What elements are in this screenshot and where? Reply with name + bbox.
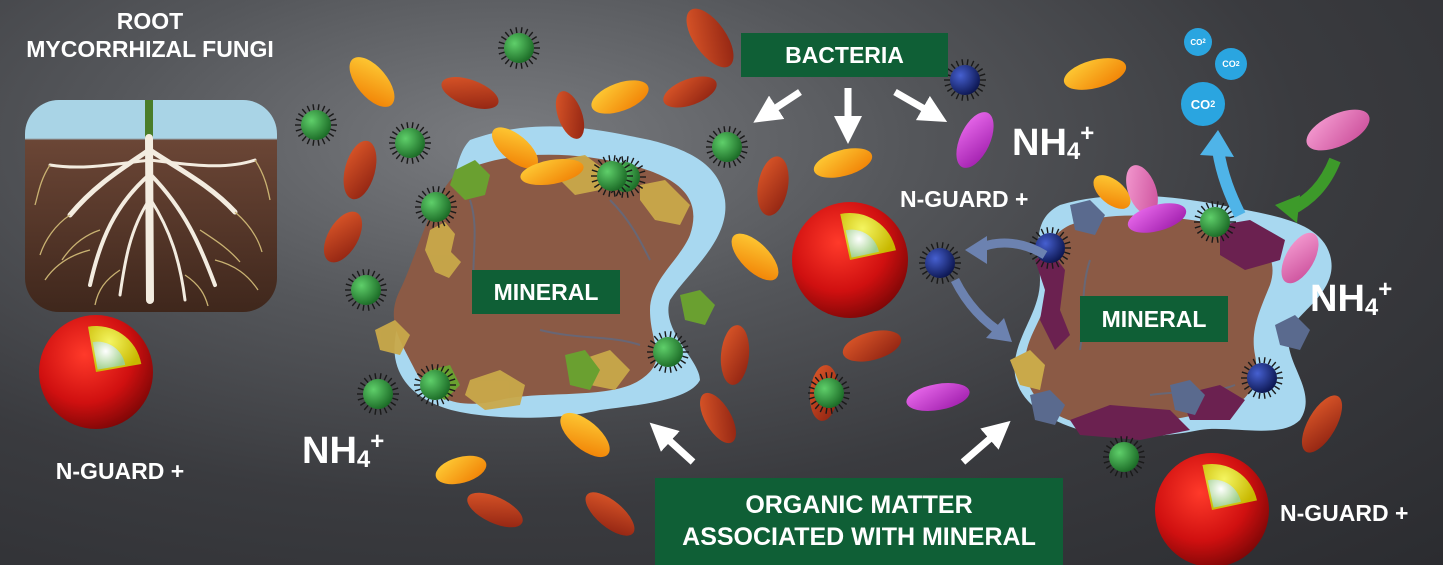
ammonium-sup: +: [370, 428, 384, 455]
n-guard-label-top: N-GUARD +: [900, 186, 1060, 214]
co2-sub: 2: [1202, 39, 1205, 45]
ammonium-label-left: NH4+: [302, 428, 384, 474]
co2-sub: 2: [1210, 99, 1215, 109]
organic-matter-line2: ASSOCIATED WITH MINERAL: [682, 522, 1036, 553]
bacterium: [345, 269, 387, 311]
cycle-arrow-head-icon: [965, 236, 987, 264]
ammonium-sup: +: [1378, 276, 1392, 303]
co2-base: CO: [1190, 38, 1202, 47]
ammonium-sub: 4: [1365, 294, 1378, 321]
root-icon: [25, 100, 277, 312]
root-label-line2: MYCORRHIZAL FUNGI: [20, 36, 280, 64]
organic-matter-line1: ORGANIC MATTER: [745, 490, 972, 521]
bacterium: [357, 373, 399, 415]
bacterium: [295, 104, 337, 146]
co2-arrow-head-icon: [1200, 130, 1234, 157]
ammonium-sup: +: [1080, 120, 1094, 147]
co2-sub: 2: [1236, 61, 1240, 68]
bacterium: [944, 59, 986, 101]
n-guard-granule-icon: [1155, 453, 1269, 565]
ammonium-label-top: NH4+: [1012, 120, 1094, 166]
ammonium-base: NH: [1012, 122, 1067, 164]
n-guard-label-right: N-GUARD +: [1280, 500, 1440, 528]
organic-matter-label: ORGANIC MATTER ASSOCIATED WITH MINERAL: [655, 478, 1063, 565]
bacterium: [498, 27, 540, 69]
root-label: ROOT MYCORRHIZAL FUNGI: [20, 8, 280, 63]
ammonium-sub: 4: [357, 446, 370, 473]
ammonium-base: NH: [302, 430, 357, 472]
bacteria-label: BACTERIA: [741, 33, 948, 77]
bacterium: [1103, 436, 1145, 478]
bacterium: [919, 242, 961, 284]
n-guard-granule-icon: [792, 202, 908, 318]
co2-base: CO: [1191, 97, 1211, 112]
ammonium-base: NH: [1310, 278, 1365, 320]
co2-base: CO: [1222, 59, 1236, 69]
root-label-line1: ROOT: [20, 8, 280, 36]
bacterium: [389, 122, 431, 164]
mineral-right-label: MINERAL: [1080, 296, 1228, 342]
ammonium-label-right: NH4+: [1310, 276, 1392, 322]
co2-arrow-icon: [1218, 150, 1240, 215]
ammonium-sub: 4: [1067, 138, 1080, 165]
n-guard-label-left: N-GUARD +: [35, 458, 205, 486]
bacterium: [706, 126, 748, 168]
n-guard-granule-icon: [39, 315, 153, 429]
mineral-left-label: MINERAL: [472, 270, 620, 314]
